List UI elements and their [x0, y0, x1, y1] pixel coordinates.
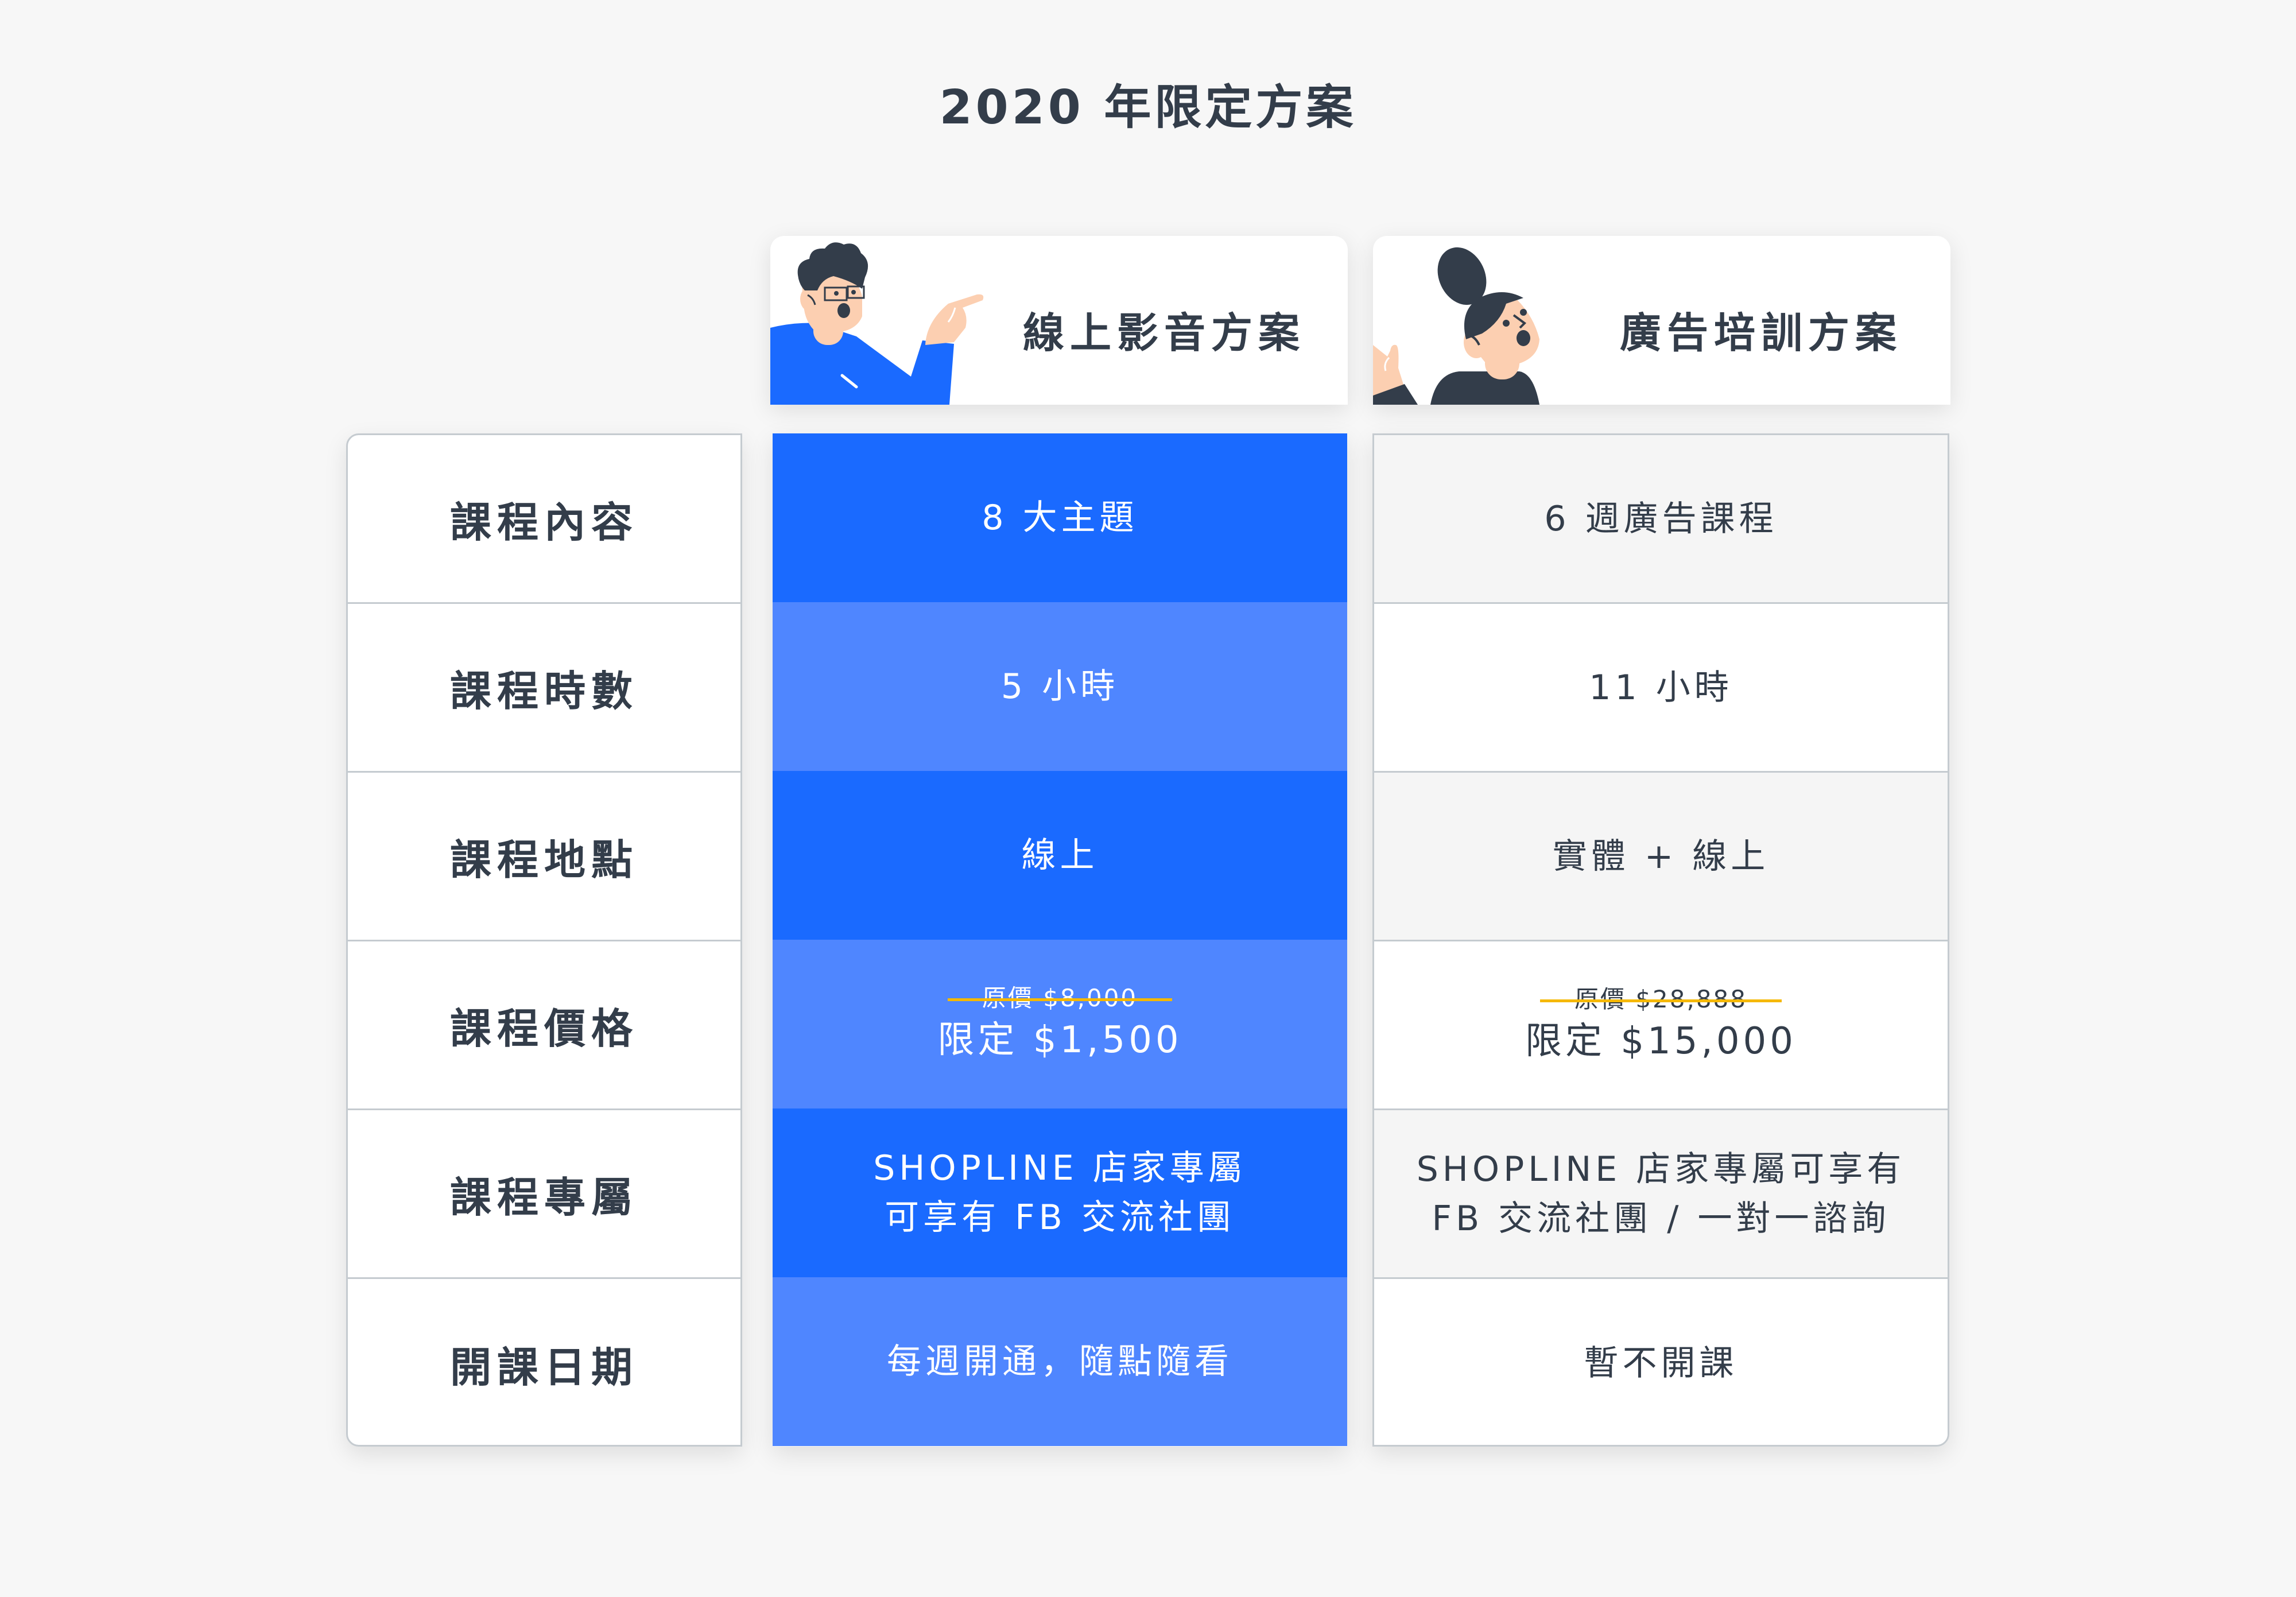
ads-plan-column: 6 週廣告課程 11 小時 實體 + 線上 原價 $28,888 限定 $15,… [1372, 433, 1949, 1447]
ads-course-price: 原價 $28,888 限定 $15,000 [1374, 941, 1948, 1110]
label-course-price: 課程價格 [348, 941, 740, 1110]
online-course-exclusive: SHOPLINE 店家專屬 可享有 FB 交流社團 [773, 1108, 1347, 1277]
strikethrough-line [1539, 999, 1782, 1002]
label-course-location: 課程地點 [348, 773, 740, 941]
page-title: 2020 年限定方案 [939, 80, 1357, 135]
label-course-hours: 課程時數 [348, 604, 740, 773]
online-plan-column: 8 大主題 5 小時 線上 原價 $8,000 限定 $1,500 SHOPLI… [773, 433, 1347, 1447]
label-start-date: 開課日期 [449, 1343, 638, 1391]
row-labels: 課程內容 課程時數 課程地點 課程價格 課程專屬 開課日期 [346, 433, 742, 1447]
online-course-location: 線上 [773, 771, 1347, 940]
strikethrough-line [947, 998, 1173, 1001]
plan-header-online-video: 線上影音方案 [770, 236, 1348, 405]
plan-header-ad-training: 廣告培訓方案 [1373, 236, 1950, 405]
ads-start-date: 暫不開課 [1374, 1279, 1948, 1445]
ads-course-hours: 11 小時 [1374, 604, 1948, 773]
plan-title-ads: 廣告培訓方案 [1620, 309, 1903, 357]
ads-course-content: 6 週廣告課程 [1374, 435, 1948, 604]
original-price: 原價 $28,888 [1539, 983, 1782, 1015]
ads-course-location: 實體 + 線上 [1374, 773, 1948, 941]
woman-worried-illustration [1373, 247, 1539, 405]
ads-course-exclusive: SHOPLINE 店家專屬可享有 FB 交流社團 / 一對一諮詢 [1374, 1110, 1948, 1279]
sale-price: 限定 $1,500 [937, 1019, 1182, 1061]
label-course-exclusive: 課程專屬 [348, 1110, 740, 1279]
label-course-content: 課程內容 [348, 435, 740, 604]
man-pointing-illustration [770, 242, 984, 405]
online-start-date: 每週開通，隨點隨看 [773, 1277, 1347, 1446]
plan-title-online: 線上影音方案 [1023, 309, 1306, 357]
online-course-hours: 5 小時 [773, 602, 1347, 771]
sale-price: 限定 $15,000 [1525, 1020, 1797, 1063]
online-course-price: 原價 $8,000 限定 $1,500 [773, 940, 1347, 1108]
original-price: 原價 $8,000 [947, 982, 1173, 1014]
online-course-content: 8 大主題 [773, 433, 1347, 602]
